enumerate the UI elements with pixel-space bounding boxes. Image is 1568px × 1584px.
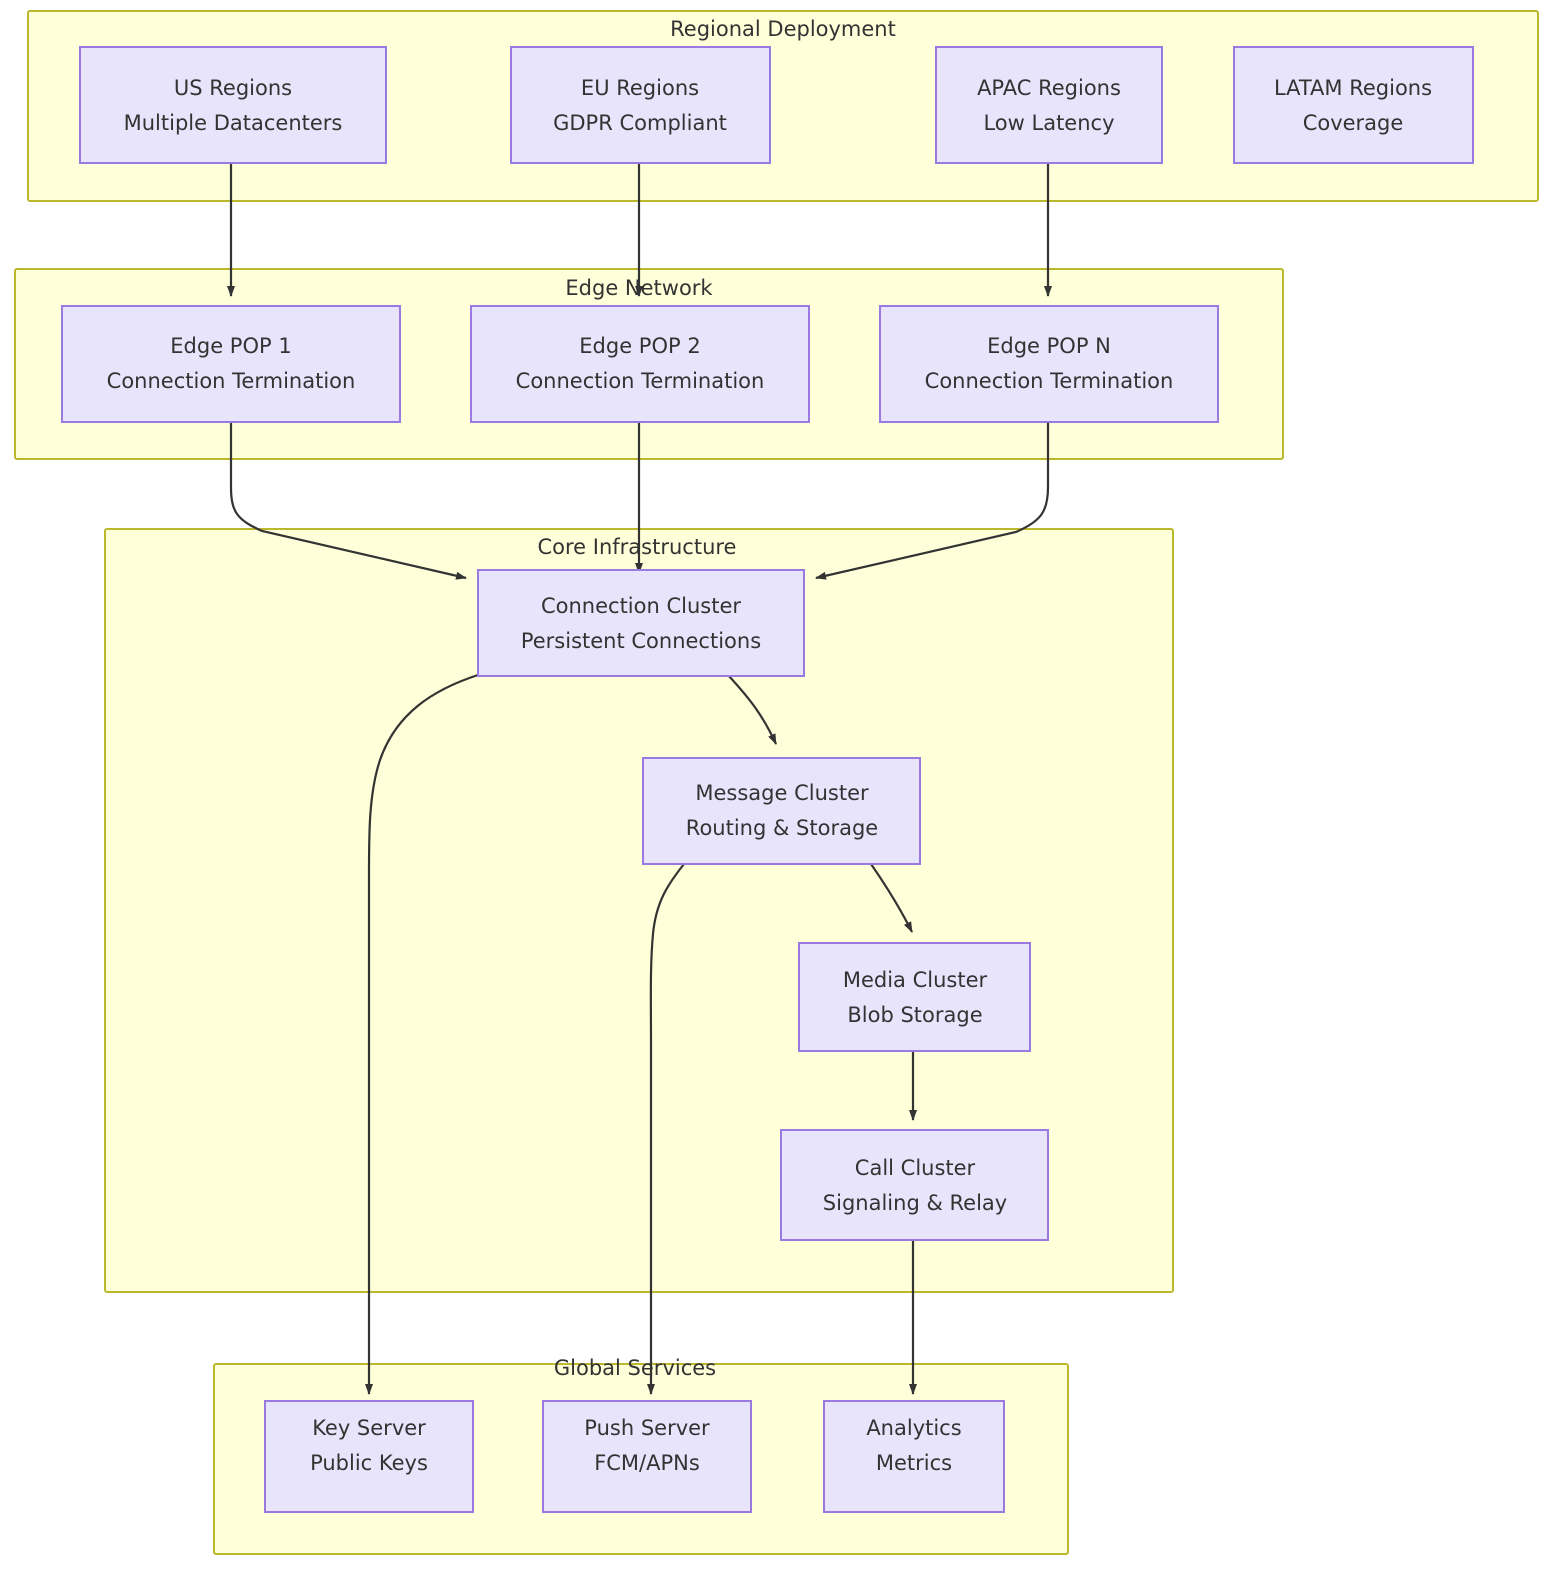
cluster-global-services-title: Global Services — [554, 1356, 716, 1380]
node-call-cluster[interactable]: Call Cluster Signaling & Relay — [780, 1129, 1049, 1241]
node-push-server-line2: FCM/APNs — [594, 1451, 700, 1475]
node-edge-pop-1-rect[interactable] — [61, 305, 401, 423]
node-call-cluster-line2: Signaling & Relay — [823, 1191, 1007, 1215]
node-call-cluster-line1: Call Cluster — [855, 1156, 976, 1180]
node-eu-regions[interactable]: EU Regions GDPR Compliant — [510, 46, 771, 164]
node-edge-pop-n-rect[interactable] — [879, 305, 1219, 423]
node-latam-regions-line2: Coverage — [1303, 111, 1404, 135]
node-connection-cluster-rect[interactable] — [477, 569, 805, 677]
edge-conn-to-key — [365, 673, 479, 1395]
edge-pop1-to-conn — [229, 421, 467, 580]
node-edge-pop-n-line1: Edge POP N — [987, 334, 1111, 358]
node-analytics[interactable]: Analytics Metrics — [823, 1400, 1005, 1513]
node-us-regions-line1: US Regions — [174, 76, 292, 100]
node-edge-pop-1[interactable]: Edge POP 1 Connection Termination — [61, 305, 401, 423]
node-apac-regions-line2: Low Latency — [983, 111, 1114, 135]
node-apac-regions-rect[interactable] — [935, 46, 1163, 164]
node-eu-regions-line1: EU Regions — [581, 76, 699, 100]
node-media-cluster[interactable]: Media Cluster Blob Storage — [798, 942, 1031, 1052]
node-message-cluster-line2: Routing & Storage — [686, 816, 878, 840]
node-connection-cluster[interactable]: Connection Cluster Persistent Connection… — [477, 569, 805, 677]
node-push-server-rect[interactable] — [542, 1400, 752, 1513]
node-edge-pop-n[interactable]: Edge POP N Connection Termination — [879, 305, 1219, 423]
node-eu-regions-line2: GDPR Compliant — [553, 111, 727, 135]
node-connection-cluster-line2: Persistent Connections — [521, 629, 761, 653]
node-us-regions[interactable]: US Regions Multiple Datacenters — [79, 46, 387, 164]
edge-msg-to-push — [647, 863, 685, 1395]
node-message-cluster-line1: Message Cluster — [695, 781, 869, 805]
node-call-cluster-rect[interactable] — [780, 1129, 1049, 1241]
node-latam-regions-rect[interactable] — [1233, 46, 1474, 164]
node-edge-pop-2-rect[interactable] — [470, 305, 810, 423]
node-edge-pop-n-line2: Connection Termination — [925, 369, 1174, 393]
node-media-cluster-rect[interactable] — [798, 942, 1031, 1052]
node-key-server-rect[interactable] — [264, 1400, 474, 1513]
edges-layer — [227, 162, 1052, 1395]
node-edge-pop-1-line2: Connection Termination — [107, 369, 356, 393]
node-apac-regions-line1: APAC Regions — [977, 76, 1121, 100]
node-analytics-line2: Metrics — [876, 1451, 952, 1475]
node-message-cluster-rect[interactable] — [642, 757, 921, 865]
node-us-regions-line2: Multiple Datacenters — [124, 111, 343, 135]
node-key-server-line1: Key Server — [312, 1416, 426, 1440]
node-media-cluster-line1: Media Cluster — [843, 968, 988, 992]
node-media-cluster-line2: Blob Storage — [847, 1003, 982, 1027]
edge-conn-to-msg — [727, 674, 777, 745]
node-analytics-line1: Analytics — [866, 1416, 961, 1440]
node-edge-pop-2-line1: Edge POP 2 — [579, 334, 700, 358]
node-push-server-line1: Push Server — [584, 1416, 710, 1440]
node-latam-regions[interactable]: LATAM Regions Coverage — [1233, 46, 1474, 164]
node-eu-regions-rect[interactable] — [510, 46, 771, 164]
node-us-regions-rect[interactable] — [79, 46, 387, 164]
node-push-server[interactable]: Push Server FCM/APNs — [542, 1400, 752, 1513]
node-edge-pop-2-line2: Connection Termination — [516, 369, 765, 393]
edge-popn-to-conn — [815, 421, 1050, 580]
node-latam-regions-line1: LATAM Regions — [1274, 76, 1432, 100]
node-edge-pop-1-line1: Edge POP 1 — [170, 334, 291, 358]
edge-msg-to-media — [870, 863, 913, 933]
node-apac-regions[interactable]: APAC Regions Low Latency — [935, 46, 1163, 164]
node-key-server-line2: Public Keys — [310, 1451, 428, 1475]
cluster-core-infrastructure: Core Infrastructure — [104, 528, 1174, 1293]
cluster-regional-deployment-title: Regional Deployment — [670, 17, 896, 41]
node-connection-cluster-line1: Connection Cluster — [541, 594, 741, 618]
node-analytics-rect[interactable] — [823, 1400, 1005, 1513]
node-key-server[interactable]: Key Server Public Keys — [264, 1400, 474, 1513]
cluster-core-infrastructure-title: Core Infrastructure — [538, 535, 737, 559]
node-edge-pop-2[interactable]: Edge POP 2 Connection Termination — [470, 305, 810, 423]
node-message-cluster[interactable]: Message Cluster Routing & Storage — [642, 757, 921, 865]
